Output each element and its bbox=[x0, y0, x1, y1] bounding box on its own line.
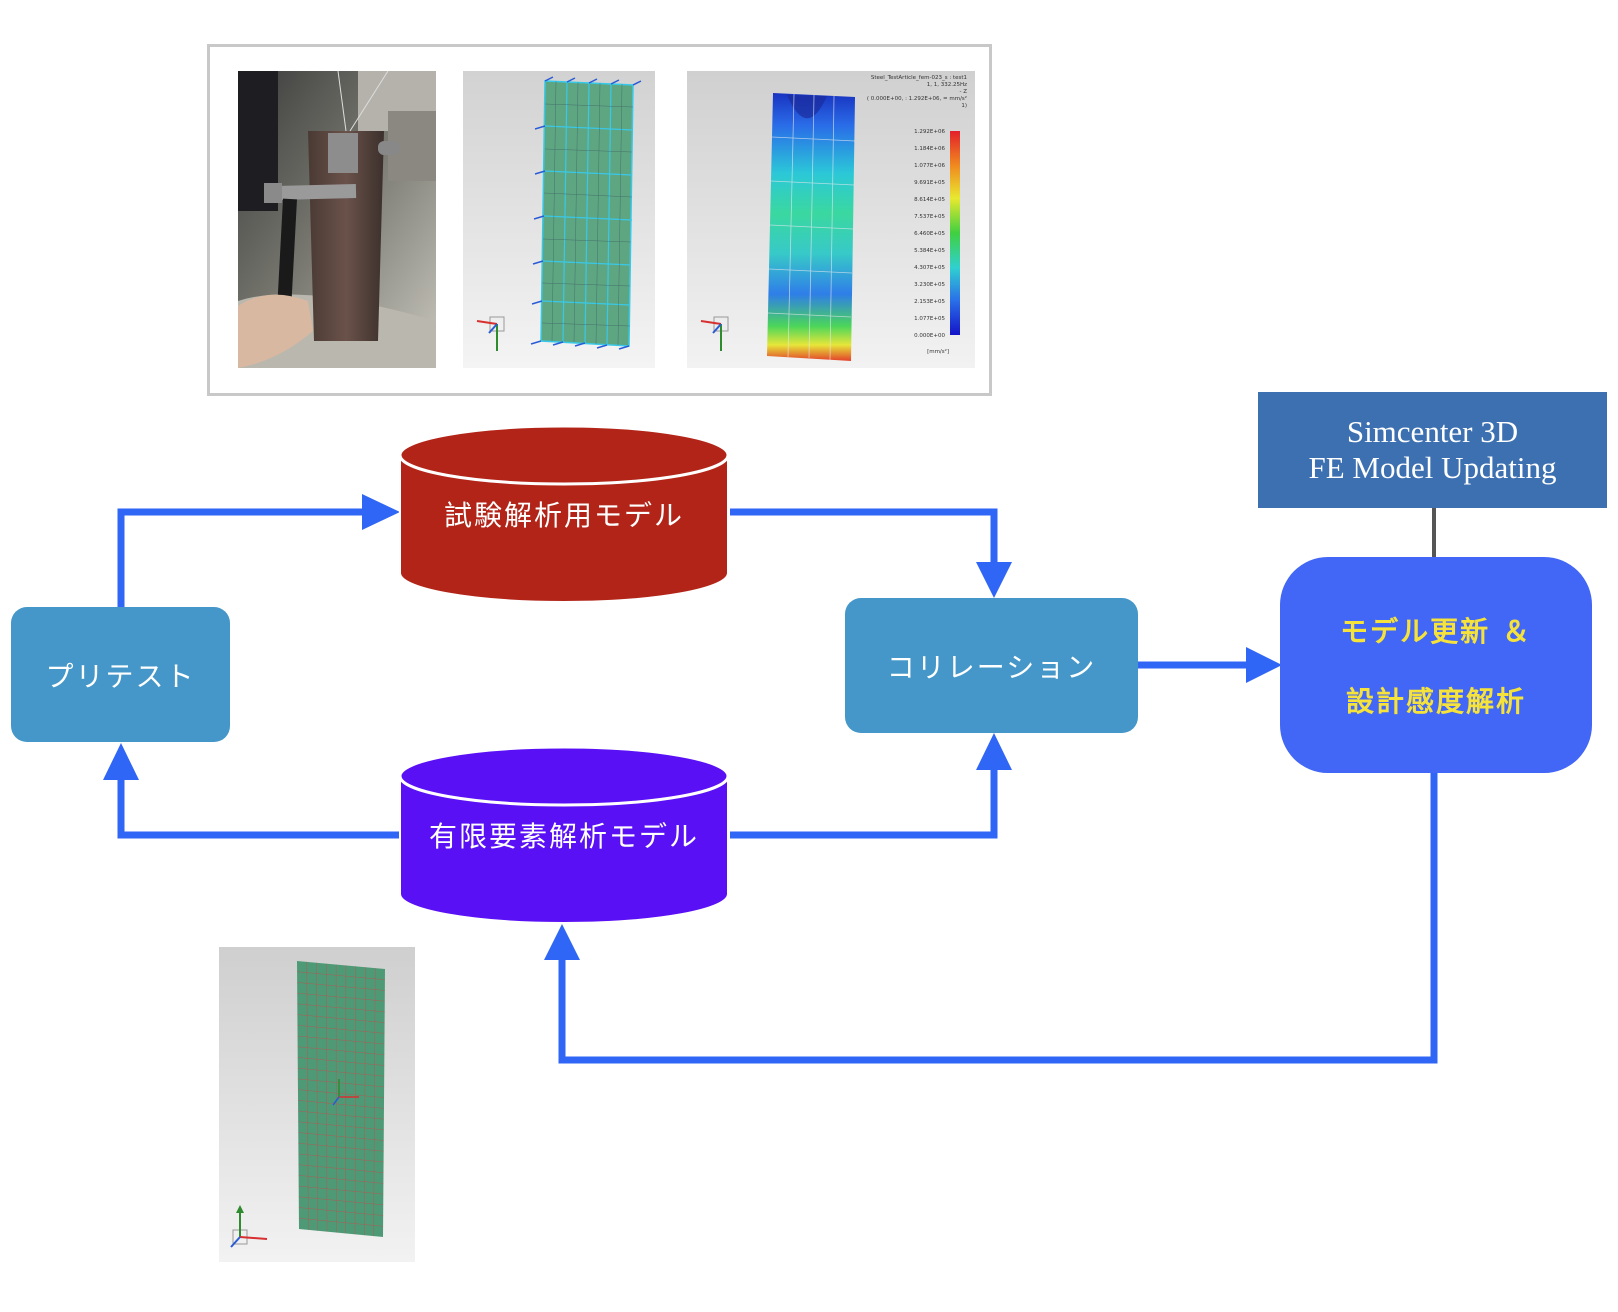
pretest-box: プリテスト bbox=[11, 607, 230, 742]
legend-tick-label: 4.307E+05 bbox=[914, 265, 945, 271]
mesh-line bbox=[298, 1110, 384, 1120]
arrow-fe-model-to-pretest bbox=[117, 780, 400, 839]
mesh-line bbox=[298, 1164, 384, 1173]
arrowhead-to-fe-model bbox=[544, 924, 580, 960]
cylinder-shape bbox=[398, 745, 730, 924]
fe-origin-triad-icon bbox=[332, 1079, 359, 1106]
mesh-line bbox=[298, 1142, 384, 1152]
correlation-box: コリレーション bbox=[845, 598, 1138, 733]
contour-legend-unit: [mm/s²] bbox=[927, 348, 949, 355]
legend-tick-label: 5.384E+05 bbox=[914, 248, 945, 254]
pretest-label: プリテスト bbox=[45, 659, 196, 693]
mesh-line bbox=[298, 1132, 384, 1141]
mesh-line bbox=[298, 1207, 384, 1216]
axis-triad-icon bbox=[700, 316, 729, 351]
axis-triad-icon bbox=[476, 316, 505, 351]
legend-tick-label: 6.460E+05 bbox=[914, 231, 945, 237]
test-wireframe-mesh bbox=[463, 71, 655, 368]
legend-tick-label: 0.000E+00 bbox=[914, 333, 945, 339]
test-plate-photo bbox=[238, 71, 436, 368]
arrow-pretest-to-test-model bbox=[117, 508, 362, 607]
mesh-line bbox=[298, 1175, 384, 1184]
contour-header-line: - Z bbox=[959, 89, 967, 95]
mesh-line bbox=[297, 1078, 385, 1088]
correlation-label: コリレーション bbox=[886, 650, 1097, 684]
arrow-fe-model-to-correlation bbox=[730, 770, 998, 839]
mesh-line bbox=[297, 992, 385, 1002]
legend-tick-label: 1.292E+06 bbox=[914, 129, 945, 135]
contour-legend-bar bbox=[950, 131, 960, 335]
mesh-line bbox=[297, 1046, 385, 1056]
mesh-line bbox=[354, 966, 356, 1235]
cylinder-shape bbox=[398, 424, 730, 603]
arrow-test-model-to-correlation bbox=[730, 508, 998, 562]
mesh-line bbox=[316, 962, 318, 1231]
mesh-line bbox=[297, 971, 385, 980]
arrowhead-to-update bbox=[1246, 647, 1282, 683]
model-update-label-line1: モデル更新 ＆ bbox=[1340, 615, 1532, 648]
legend-tick-label: 1.184E+06 bbox=[914, 146, 945, 152]
arrowhead-to-correlation-bottom bbox=[976, 733, 1012, 770]
contour-header-line: Steel_TestArticle_fem-023_s : test1 bbox=[871, 75, 967, 81]
mesh-line bbox=[297, 1025, 385, 1034]
test-model-cylinder: 試験解析用モデル bbox=[398, 424, 730, 604]
mesh-line bbox=[297, 1057, 385, 1066]
legend-tick-label: 9.691E+05 bbox=[914, 180, 945, 186]
arrow-update-to-fe-model bbox=[558, 773, 1438, 1064]
callout-line2: FE Model Updating bbox=[1308, 450, 1557, 485]
arrowhead-to-correlation-top bbox=[976, 562, 1012, 598]
callout-line1: Simcenter 3D bbox=[1346, 414, 1519, 449]
mesh-line bbox=[298, 1185, 384, 1195]
mesh-line bbox=[297, 1067, 385, 1077]
contour-header-line: 1, 1, 332.25Hz bbox=[927, 82, 967, 88]
legend-tick-label: 1.077E+06 bbox=[914, 163, 945, 169]
mesh-line bbox=[306, 961, 309, 1230]
fe-model-cylinder: 有限要素解析モデル bbox=[398, 745, 730, 925]
mesh-line bbox=[298, 1100, 384, 1109]
mesh-line bbox=[297, 1014, 385, 1023]
simcenter-callout: Simcenter 3D FE Model Updating bbox=[1258, 392, 1607, 508]
mesh-line bbox=[298, 1196, 384, 1206]
arrowhead-to-test-model bbox=[362, 494, 400, 530]
mesh-line bbox=[364, 967, 366, 1236]
axis-triad-icon bbox=[230, 1205, 268, 1248]
mesh-line bbox=[297, 1089, 385, 1098]
legend-tick-label: 1.077E+05 bbox=[914, 316, 945, 322]
mesh-line bbox=[373, 968, 376, 1237]
model-update-box: モデル更新 ＆ 設計感度解析 bbox=[1280, 557, 1592, 773]
contour-header-line: 1) bbox=[961, 103, 967, 109]
test-model-label: 試験解析用モデル bbox=[443, 499, 684, 532]
contour-header-line: ( 0.000E+00, : 1.292E+06, = mm/s² bbox=[867, 95, 967, 102]
mesh-line bbox=[297, 982, 385, 991]
mesh-line bbox=[297, 1003, 385, 1013]
arrowhead-to-pretest bbox=[103, 743, 139, 780]
legend-tick-label: 7.537E+05 bbox=[914, 214, 945, 220]
model-update-label-line2: 設計感度解析 bbox=[1345, 685, 1526, 718]
legend-tick-label: 8.614E+05 bbox=[914, 197, 945, 203]
mesh-line bbox=[298, 1153, 384, 1163]
fe-model-label: 有限要素解析モデル bbox=[428, 820, 699, 853]
legend-tick-label: 2.153E+05 bbox=[914, 299, 945, 305]
contour-legend-labels: 1.292E+06 1.184E+06 1.077E+06 9.691E+05 8.61… bbox=[914, 129, 945, 339]
legend-tick-label: 3.230E+05 bbox=[914, 282, 945, 288]
mesh-line bbox=[297, 1035, 385, 1045]
mesh-line bbox=[298, 1218, 384, 1227]
fe-mesh-image bbox=[219, 947, 415, 1262]
mesh-line bbox=[298, 1121, 384, 1131]
mesh-line bbox=[326, 963, 328, 1232]
